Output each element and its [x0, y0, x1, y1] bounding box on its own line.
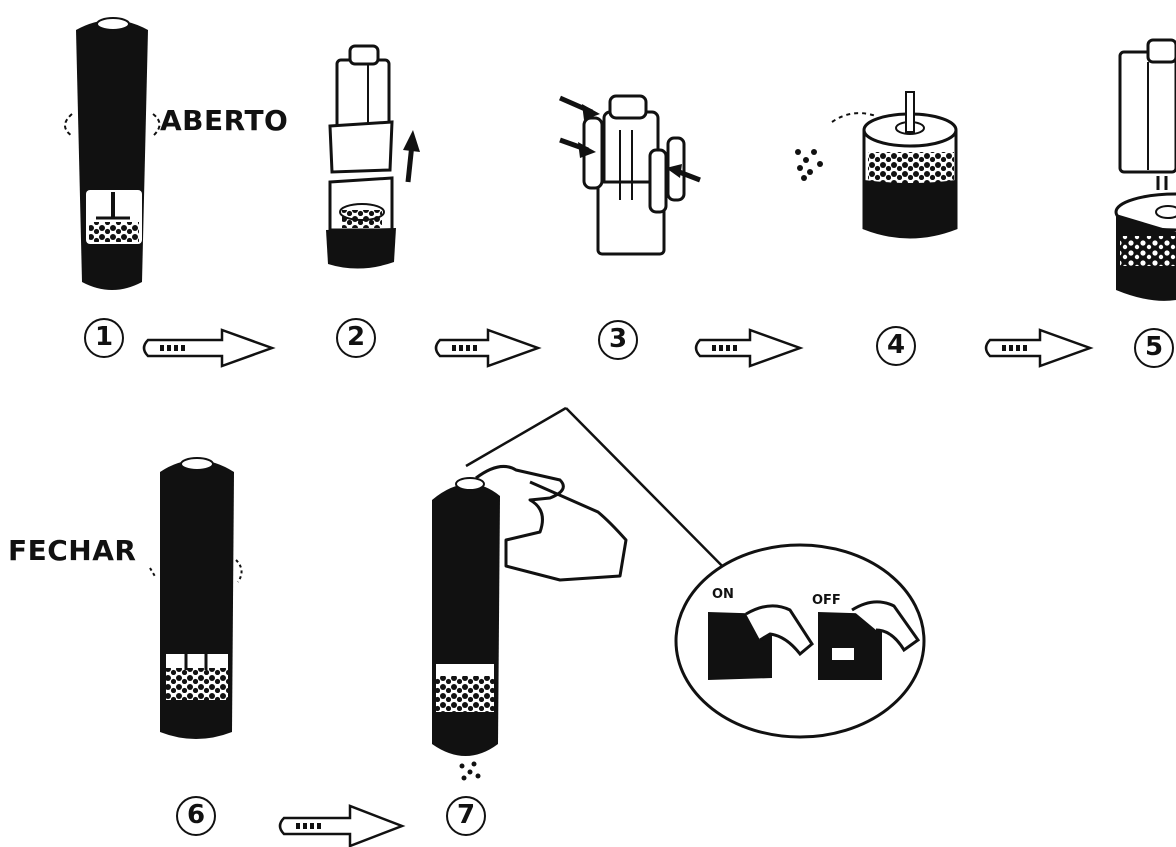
close-label: FECHAR: [8, 534, 137, 567]
right-arrow-icon-5: [278, 804, 406, 847]
step-number-5: 5: [1134, 328, 1174, 368]
hand-icon: [475, 464, 628, 582]
step-number-1: 1: [84, 318, 124, 358]
step-number-3: 3: [598, 320, 638, 360]
grinder-step-2: [326, 44, 420, 269]
right-arrow-icon-1: [142, 328, 276, 368]
switch-on-label: ON: [712, 587, 734, 602]
grinder-step-4: [795, 91, 958, 239]
grinder-step-3: [558, 94, 701, 256]
grinder-step-5: [1114, 38, 1176, 301]
right-arrow-icon-2: [434, 328, 542, 368]
step-number-2: 2: [336, 318, 376, 358]
step-number-4: 4: [876, 326, 916, 366]
grinder-step-1: [64, 17, 161, 290]
step-number-7: 7: [446, 796, 486, 836]
right-arrow-icon-4: [984, 328, 1094, 368]
right-arrow-icon-3: [694, 328, 804, 368]
open-label: ABERTO: [160, 104, 289, 137]
grinder-step-7: [432, 406, 739, 781]
switch-detail-bubble: ON OFF: [674, 543, 926, 739]
step-number-6: 6: [176, 796, 216, 836]
switch-off-label: OFF: [812, 593, 841, 608]
grinder-step-6: [149, 457, 243, 739]
